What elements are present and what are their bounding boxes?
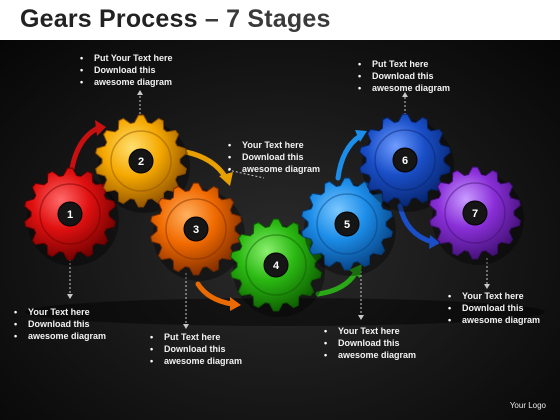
note-line: Your Text here — [228, 139, 320, 151]
note-gear7: Your Text here Download this awesome dia… — [448, 290, 540, 326]
note-line: Download this — [228, 151, 320, 163]
gear-hub — [128, 148, 154, 174]
flow-arrowhead-1-2 — [95, 120, 106, 136]
gear-hub — [263, 252, 289, 278]
note-line: Download this — [150, 343, 242, 355]
flow-arrowhead-4-5 — [349, 264, 362, 278]
gear-hub — [183, 216, 209, 242]
gear-hub — [334, 211, 360, 237]
gear-3: 3 — [150, 182, 245, 281]
gear-2: 2 — [95, 114, 190, 213]
flow-arrow-6-7 — [397, 203, 435, 245]
flow-arrow-5-6 — [335, 133, 363, 181]
gear-inner-ring — [316, 193, 378, 255]
note-line: awesome diagram — [80, 76, 173, 88]
gear-label: 6 — [402, 155, 408, 167]
note-line: awesome diagram — [150, 355, 242, 367]
note-line: Download this — [14, 318, 106, 330]
flow-arrow-2-3 — [183, 149, 229, 181]
gear-label: 1 — [67, 209, 73, 221]
note-gear4: Your Text here Download this awesome dia… — [228, 139, 320, 175]
note-line: awesome diagram — [358, 82, 450, 94]
gear-inner-ring — [165, 198, 227, 260]
note-line: Put Text here — [358, 58, 450, 70]
connector-arrow-gear7 — [484, 284, 490, 289]
gear-hub — [392, 147, 418, 173]
flow-arrowhead-3-4 — [230, 297, 241, 311]
gear-label: 7 — [472, 208, 478, 220]
gears-diagram: 1 2 3 4 5 6 7 — [24, 90, 545, 329]
note-line: Your Text here — [448, 290, 540, 302]
note-line: Put Your Text here — [80, 52, 173, 64]
note-line: awesome diagram — [448, 314, 540, 326]
logo-text: Your Logo — [509, 401, 546, 410]
gear-hub — [462, 200, 488, 226]
gear-5: 5 — [301, 177, 396, 276]
note-line: Your Text here — [14, 306, 106, 318]
connector-arrow-gear3 — [183, 324, 189, 329]
title-subtitle: – 7 Stages — [204, 5, 331, 33]
gear-7: 7 — [429, 166, 524, 265]
note-line: Put Text here — [150, 331, 242, 343]
note-line: Your Text here — [324, 325, 416, 337]
gear-label: 4 — [273, 260, 280, 272]
gear-inner-ring — [245, 234, 307, 296]
header: Gears Process – 7 Stages — [0, 0, 560, 40]
flow-arrowhead-5-6 — [355, 130, 367, 142]
gear-label: 5 — [344, 219, 350, 231]
gear-inner-ring — [39, 183, 101, 245]
connector-arrow-gear5 — [358, 315, 364, 320]
flow-arrowhead-2-3 — [219, 172, 233, 186]
floor-glow — [25, 298, 545, 326]
note-gear3: Put Text here Download this awesome diag… — [150, 331, 242, 367]
note-line: Download this — [324, 337, 416, 349]
flow-arrow-3-4 — [195, 281, 235, 307]
note-line: awesome diagram — [228, 163, 320, 175]
flow-arrowhead-6-7 — [429, 235, 440, 249]
gear-inner-ring — [110, 130, 172, 192]
note-line: Download this — [448, 302, 540, 314]
note-gear6: Put Text here Download this awesome diag… — [358, 58, 450, 94]
gear-label: 3 — [193, 224, 199, 236]
note-line: awesome diagram — [14, 330, 106, 342]
gear-4: 4 — [230, 218, 325, 317]
note-gear2: Put Your Text here Download this awesome… — [80, 52, 173, 88]
flow-arrow-4-5 — [315, 269, 359, 297]
connector-arrow-gear1 — [67, 294, 73, 299]
connector-arrow-gear6 — [402, 92, 408, 97]
gear-inner-ring — [374, 129, 436, 191]
gear-1: 1 — [24, 167, 119, 266]
note-line: Download this — [80, 64, 173, 76]
note-line: Download this — [358, 70, 450, 82]
flow-arrow-1-2 — [69, 125, 101, 171]
gear-inner-ring — [444, 182, 506, 244]
note-line: awesome diagram — [324, 349, 416, 361]
diagram-canvas: 1 2 3 4 5 6 7 Your Text here Download this awe… — [0, 40, 560, 420]
connector-arrow-gear2 — [137, 90, 143, 95]
title-main: Gears Process — [20, 5, 198, 33]
page-title: Gears Process – 7 Stages — [20, 5, 331, 34]
gear-label: 2 — [138, 156, 144, 168]
note-gear1: Your Text here Download this awesome dia… — [14, 306, 106, 342]
gear-6: 6 — [359, 113, 454, 212]
note-gear5: Your Text here Download this awesome dia… — [324, 325, 416, 361]
gear-hub — [57, 201, 83, 227]
